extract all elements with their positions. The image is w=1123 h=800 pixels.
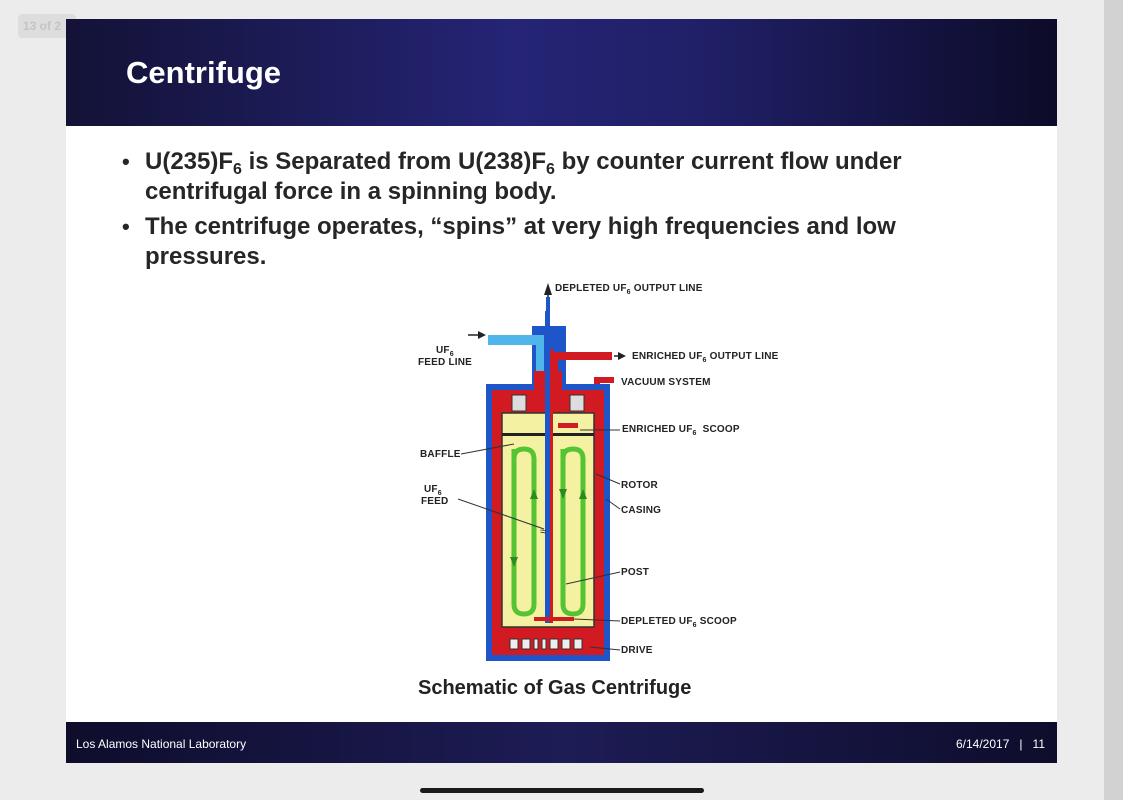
label-feed-line-uf: UF6: [436, 345, 454, 358]
label-rotor: ROTOR: [621, 480, 658, 491]
label-drive: DRIVE: [621, 645, 653, 656]
footer-org: Los Alamos National Laboratory: [76, 737, 247, 751]
label-depleted-scoop: DEPLETED UF6 SCOOP: [621, 616, 737, 629]
footer-meta: 6/14/2017 | 11: [956, 737, 1045, 751]
footer-page-number: 11: [1032, 737, 1045, 751]
centrifuge-schematic: ≈: [457, 283, 626, 661]
slide: Centrifuge • U(235)F6 is Separated from …: [66, 19, 1057, 763]
label-vacuum-system: VACUUM SYSTEM: [621, 377, 711, 388]
label-enriched-scoop: ENRICHED UF6 SCOOP: [622, 424, 740, 437]
svg-text:≈: ≈: [540, 526, 546, 538]
footer-separator: |: [1019, 737, 1023, 751]
label-enriched-output-line: ENRICHED UF6 OUTPUT LINE: [632, 351, 779, 364]
label-casing: CASING: [621, 505, 662, 516]
footer-date: 6/14/2017: [955, 737, 1010, 751]
label-post: POST: [621, 567, 650, 578]
bullet-item: • The centrifuge operates, “spins” at ve…: [122, 213, 896, 270]
label-feed-uf: UF6: [424, 484, 442, 497]
bullet-list: • U(235)F6 is Separated from U(238)F6 by…: [118, 147, 998, 277]
slide-footer: Los Alamos National Laboratory 6/14/2017…: [66, 722, 1057, 763]
label-feed: FEED: [421, 496, 449, 507]
slide-title: Centrifuge: [126, 55, 281, 90]
label-baffle: BAFFLE: [420, 449, 461, 460]
label-depleted-output-line: DEPLETED UF6 OUTPUT LINE: [555, 283, 703, 296]
bullet-dot-icon: •: [122, 214, 130, 239]
viewer-scroll-area[interactable]: [1104, 0, 1123, 800]
bullet-dot-icon: •: [122, 149, 130, 174]
label-feed-line: FEED LINE: [418, 357, 473, 368]
bullet-item: • U(235)F6 is Separated from U(238)F6 by…: [122, 148, 902, 205]
diagram-caption: Schematic of Gas Centrifuge: [418, 677, 692, 699]
slide-header: Centrifuge: [66, 19, 1057, 126]
home-indicator[interactable]: [420, 788, 704, 793]
